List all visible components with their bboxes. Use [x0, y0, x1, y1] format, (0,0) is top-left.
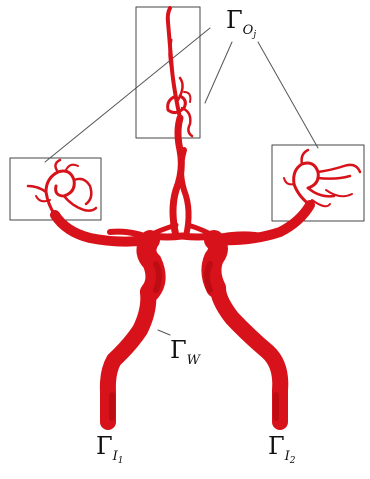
leader-line-center — [205, 42, 232, 103]
leader-line-wall — [158, 330, 170, 335]
leader-line-right — [258, 42, 318, 148]
wall-boundary-label: ΓW — [170, 338, 200, 362]
inlet2-boundary-label: ΓI2 — [268, 434, 296, 458]
right-inlet-vessel — [218, 288, 280, 422]
leader-line-left — [45, 28, 210, 162]
inlet1-boundary-label: ΓI1 — [96, 434, 124, 458]
outlet-boundary-label: ΓOj — [226, 8, 256, 32]
